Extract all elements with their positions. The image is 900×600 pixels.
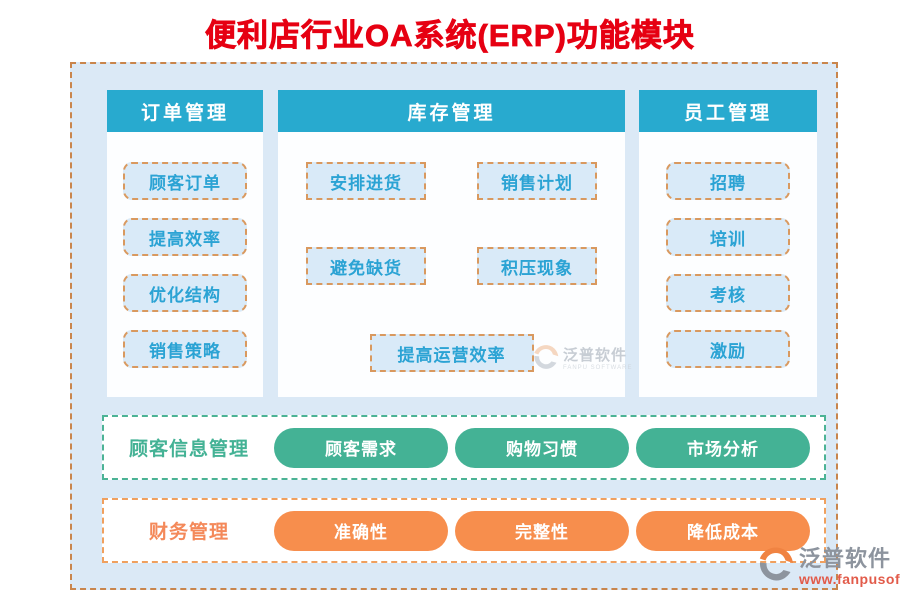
module-item: 提高运营效率 [369,334,534,372]
staff-items-list: 招聘 培训 考核 激励 [639,132,817,368]
panel-header-staff-management: 员工管理 [639,90,817,132]
watermark-center: 泛普软件 FANPU SOFTWARE [533,344,632,375]
pill-item: 完整性 [455,510,629,551]
watermark-brand-sub: FANPU SOFTWARE [563,365,633,371]
watermark-brand: 泛普软件 [563,347,628,364]
module-item: 考核 [666,274,790,312]
module-item: 顾客订单 [123,162,247,200]
watermark-text: 泛普软件 www.fanpusoft.com [799,545,900,587]
panel-order-management: 订单管理 顾客订单 提高效率 优化结构 销售策略 [107,90,263,397]
module-item: 激励 [666,330,790,368]
inventory-items-row-2: 避免缺货 积压现象 [278,247,625,285]
module-item: 提高效率 [123,218,247,256]
panel-header-order-management: 订单管理 [107,90,263,132]
pill-item: 顾客需求 [274,427,448,468]
fanpu-logo-icon [758,546,794,587]
watermark-text: 泛普软件 FANPU SOFTWARE [563,348,632,371]
inventory-items-row-1: 安排进货 销售计划 [278,162,625,200]
module-item: 销售计划 [477,162,597,200]
watermark-url: www.fanpusoft.com [799,570,900,587]
pill-item: 降低成本 [636,510,810,551]
band-label: 顾客信息管理 [128,439,249,460]
watermark-brand: 泛普软件 [799,545,892,571]
module-item: 避免缺货 [306,247,426,285]
pill-item: 市场分析 [636,427,810,468]
page-title: 便利店行业OA系统(ERP)功能模块 [205,18,695,54]
pill-item: 购物习惯 [455,427,629,468]
band-label: 财务管理 [148,522,229,543]
band-finance-management: 财务管理 准确性 完整性 降低成本 [102,498,826,563]
band-customer-info-management: 顾客信息管理 顾客需求 购物习惯 市场分析 [102,415,826,480]
module-item: 培训 [666,218,790,256]
order-items-list: 顾客订单 提高效率 优化结构 销售策略 [107,132,263,368]
module-item: 积压现象 [477,247,597,285]
pill-item: 准确性 [274,510,448,551]
module-item: 招聘 [666,162,790,200]
panel-staff-management: 员工管理 招聘 培训 考核 激励 [639,90,817,397]
module-item: 销售策略 [123,330,247,368]
module-item: 优化结构 [123,274,247,312]
panel-inventory-management: 库存管理 安排进货 销售计划 避免缺货 积压现象 提高运营效率 [278,90,625,397]
fanpu-logo-icon [533,344,559,375]
diagram-container: 订单管理 顾客订单 提高效率 优化结构 销售策略 库存管理 安排进货 销售计划 … [70,62,838,590]
pill-zone: 准确性 完整性 降低成本 [274,510,810,551]
watermark-bottom-right: 泛普软件 www.fanpusoft.com [758,546,900,587]
pill-zone: 顾客需求 购物习惯 市场分析 [274,427,810,468]
panel-header-inventory-management: 库存管理 [278,90,625,132]
module-item: 安排进货 [306,162,426,200]
